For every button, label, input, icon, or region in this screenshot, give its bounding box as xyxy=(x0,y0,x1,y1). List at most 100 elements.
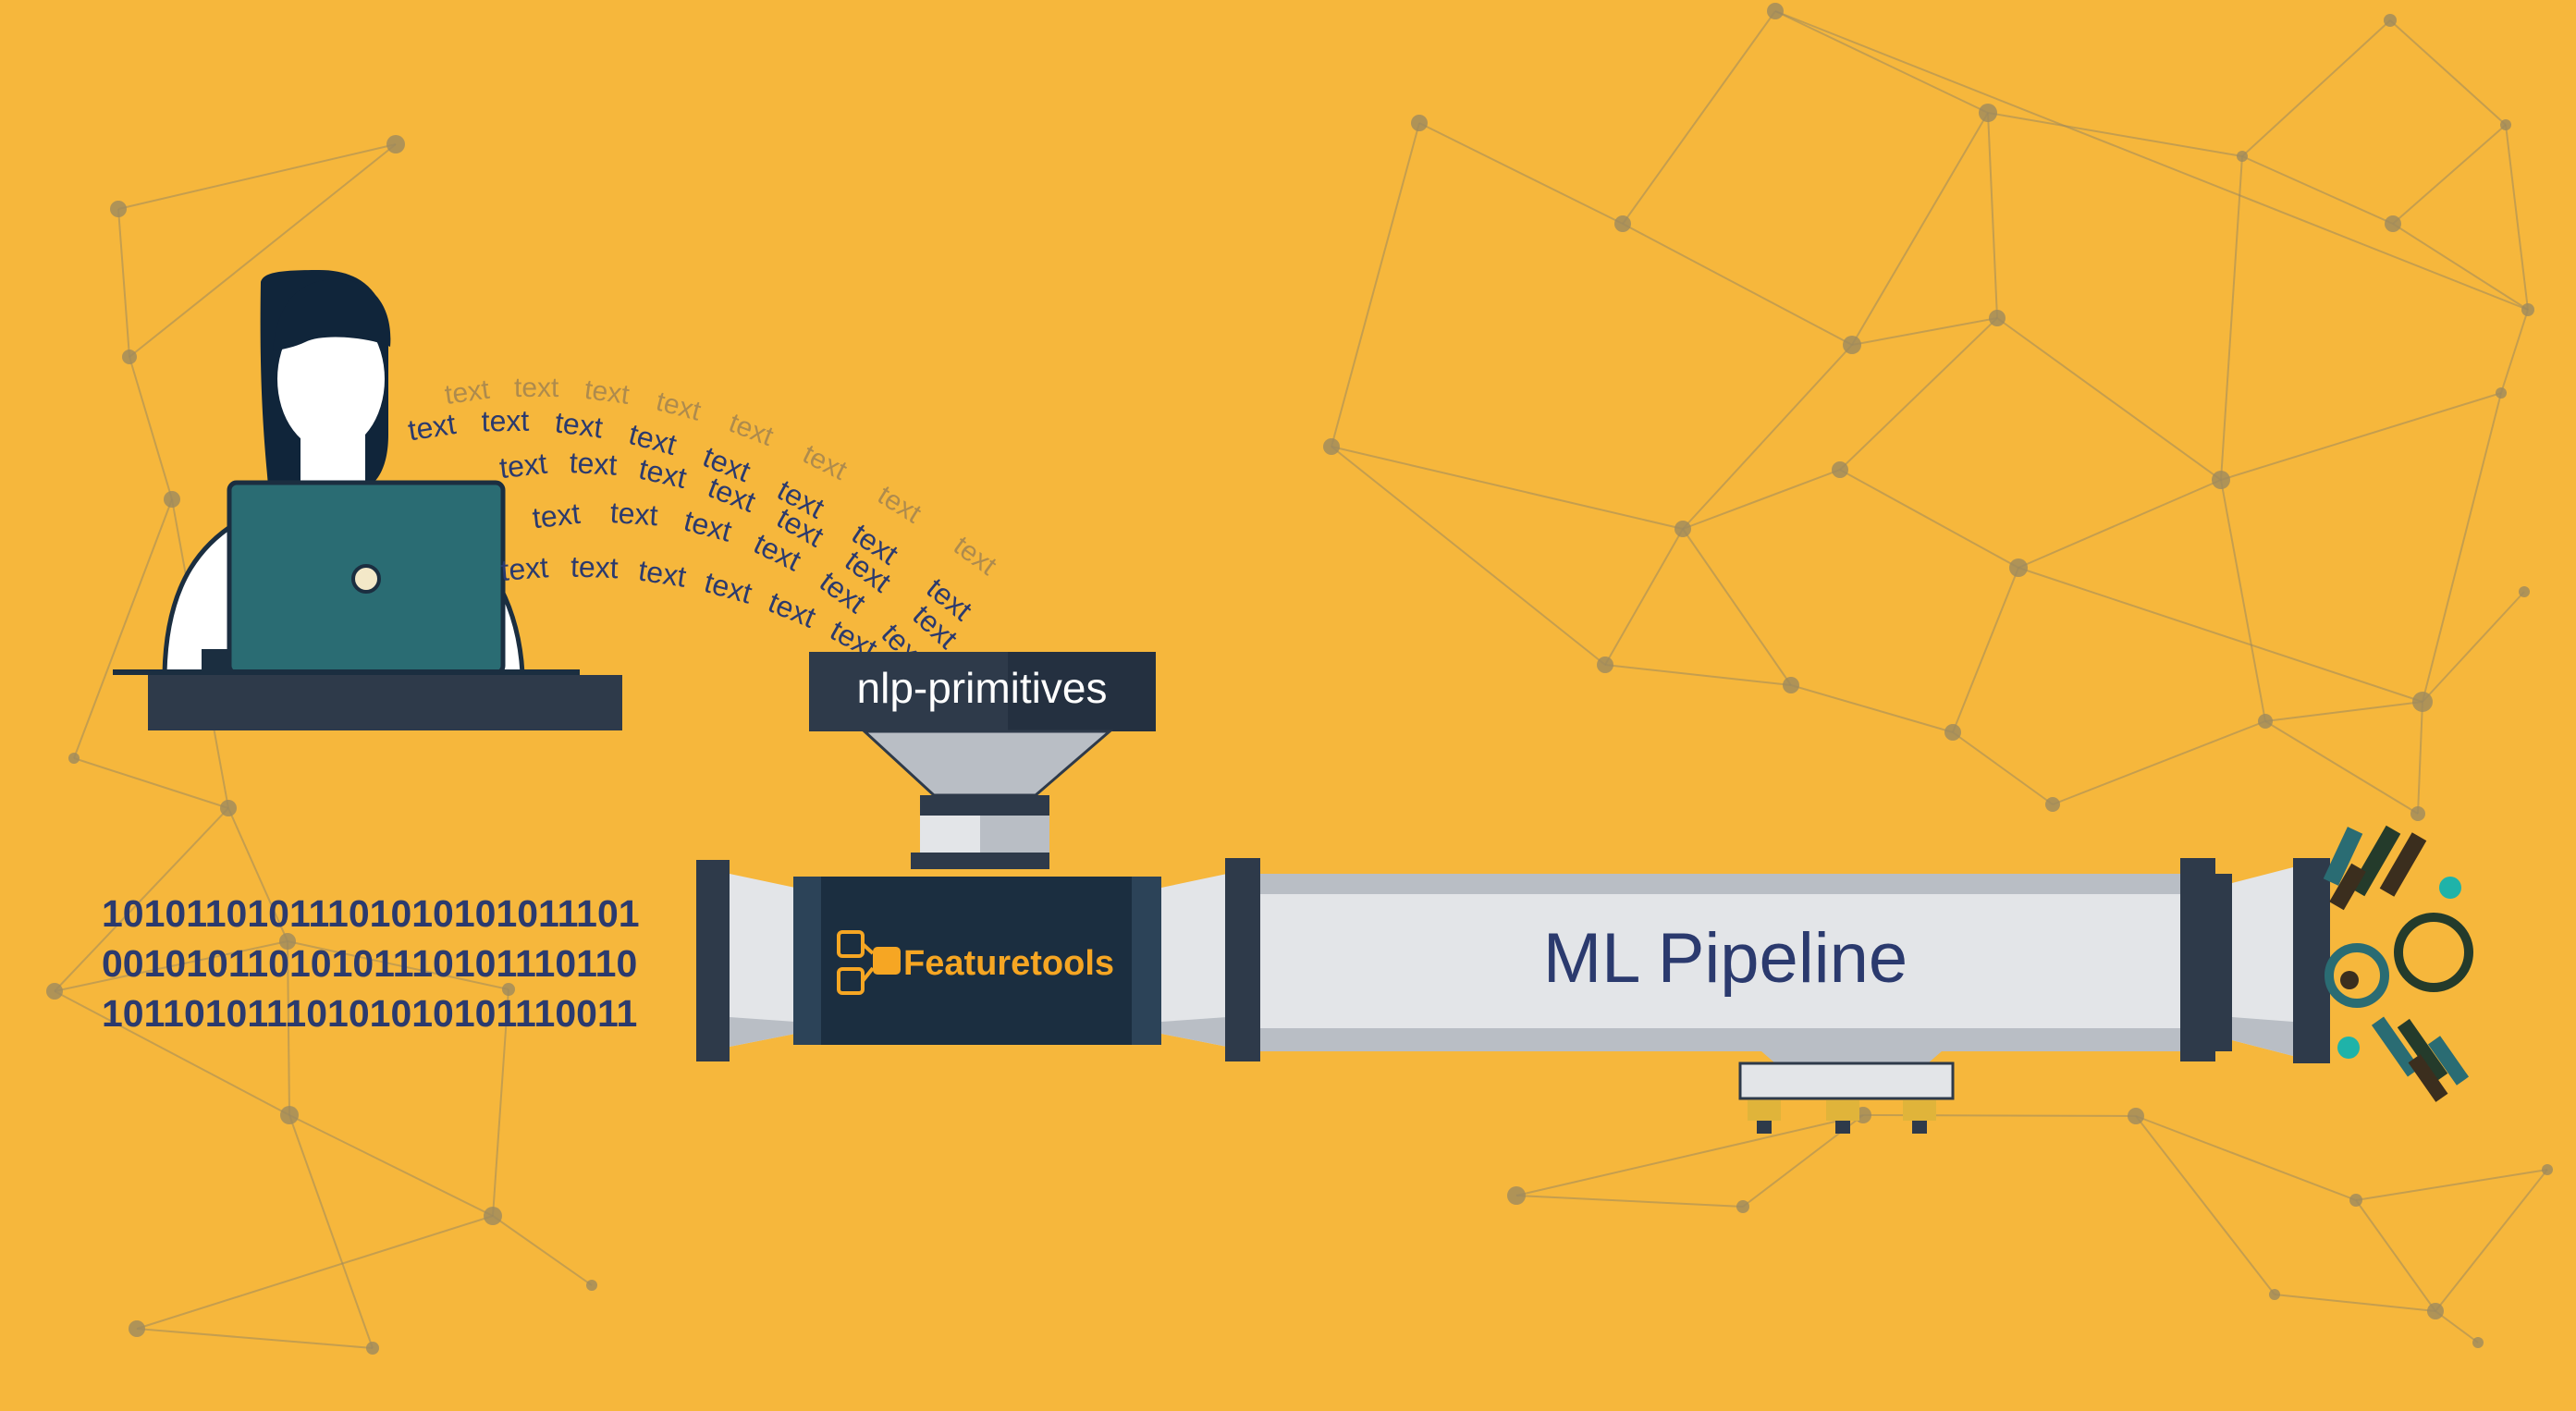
network-edge xyxy=(1839,469,2019,569)
network-node xyxy=(1832,461,1848,478)
network-edge xyxy=(1790,684,1954,733)
network-edge xyxy=(117,143,397,210)
output-ring xyxy=(2325,943,2389,1008)
connector xyxy=(730,874,795,1047)
network-edge xyxy=(2422,591,2525,703)
network-node xyxy=(68,753,80,764)
nlp-primitives-funnel: nlp-primitives xyxy=(809,652,1156,869)
flange-right-inner xyxy=(2215,874,2232,1051)
person-hand xyxy=(202,649,229,673)
network-edge xyxy=(2417,701,2423,815)
network-node xyxy=(129,1320,145,1337)
network-edge xyxy=(73,498,173,759)
network-edge xyxy=(1331,122,1420,448)
featuretools-segment: Featuretools xyxy=(696,860,1227,1061)
network-node xyxy=(2258,714,2273,729)
network-edge xyxy=(1774,10,1989,114)
flange-left xyxy=(696,860,730,1061)
network-node xyxy=(1614,215,1631,232)
network-edge xyxy=(2274,1294,2436,1312)
funnel-collar xyxy=(920,795,1049,816)
network-edge xyxy=(1331,446,1684,530)
network-node xyxy=(1411,115,1428,131)
network-node xyxy=(164,491,180,508)
network-node xyxy=(1843,336,1861,354)
network-node xyxy=(2521,303,2534,316)
output-bar xyxy=(2408,1054,2448,1102)
network-edge xyxy=(2220,479,2266,722)
network-edge xyxy=(2018,479,2222,569)
network-edge xyxy=(2220,155,2243,481)
network-edge xyxy=(1774,10,2529,311)
network-edge xyxy=(227,807,288,942)
output-dot xyxy=(2439,877,2461,899)
featuretools-cap-right xyxy=(1132,877,1161,1045)
network-edge xyxy=(1952,731,2054,805)
network-node xyxy=(1767,3,1784,19)
network-edge xyxy=(1851,112,1989,346)
bolt xyxy=(1826,1100,1859,1121)
network-edge xyxy=(1996,317,2222,481)
network-node xyxy=(366,1342,379,1355)
bolt-nut xyxy=(1912,1121,1927,1134)
bolt-nut xyxy=(1757,1121,1772,1134)
network-edge xyxy=(2392,124,2507,225)
ml-pipeline-pipe: ML Pipeline xyxy=(1225,858,2330,1134)
network-node xyxy=(122,350,137,364)
network-node xyxy=(1944,724,1961,741)
output-bar xyxy=(2397,1018,2448,1083)
network-node xyxy=(220,800,237,816)
network-edge xyxy=(1682,528,1792,686)
nlp-primitives-label-shade xyxy=(1008,652,1156,731)
pipe-top-edge xyxy=(1260,874,2180,894)
network-edge xyxy=(129,356,173,500)
network-edge xyxy=(2220,392,2502,481)
network-node xyxy=(1783,677,1799,693)
network-edge xyxy=(287,940,509,990)
network-node xyxy=(2412,692,2433,712)
output-bar xyxy=(2323,827,2363,886)
network-node xyxy=(2269,1289,2280,1300)
network-edge xyxy=(492,1215,593,1286)
network-node xyxy=(1674,521,1691,537)
network-node xyxy=(2384,14,2397,27)
network-edge xyxy=(1682,344,1853,530)
valve-plate xyxy=(1738,1061,1955,1100)
network-edge xyxy=(136,1328,374,1349)
network-edge xyxy=(1604,664,1792,686)
network-edge xyxy=(2241,19,2391,157)
network-node xyxy=(1736,1200,1749,1213)
flow-text-word: text xyxy=(406,407,459,447)
connector xyxy=(1161,874,1227,1047)
output-bar xyxy=(2329,863,2366,911)
flow-text-word: text xyxy=(481,404,529,438)
connector-shade xyxy=(730,1017,795,1047)
output-ring xyxy=(2394,913,2473,992)
network-edge xyxy=(1987,112,2243,157)
network-edge xyxy=(1622,223,1853,346)
flow-text-word: text xyxy=(609,496,659,532)
featuretools-cap-left xyxy=(793,877,823,1045)
network-node xyxy=(1989,310,2006,326)
network-node xyxy=(1507,1186,1526,1205)
network-edge xyxy=(287,940,290,1116)
output-bar xyxy=(2371,1016,2421,1077)
outlet-connector-shade xyxy=(2232,1017,2293,1056)
network-edge xyxy=(2052,720,2266,805)
network-edge xyxy=(2500,309,2529,394)
network-edge xyxy=(1515,1195,1744,1208)
network-node xyxy=(279,933,296,950)
network-node xyxy=(502,983,515,996)
flow-text-word: text xyxy=(531,497,582,534)
network-node xyxy=(386,135,405,153)
network-edge xyxy=(2389,19,2507,126)
network-edge xyxy=(54,990,290,1116)
network-edge xyxy=(2264,701,2423,722)
flow-text-word: text xyxy=(583,374,632,411)
network-node xyxy=(2542,1164,2553,1175)
network-node xyxy=(2500,119,2511,130)
funnel-neck-shade xyxy=(980,816,1049,853)
network-edge xyxy=(136,1215,494,1330)
network-node xyxy=(46,983,63,1000)
